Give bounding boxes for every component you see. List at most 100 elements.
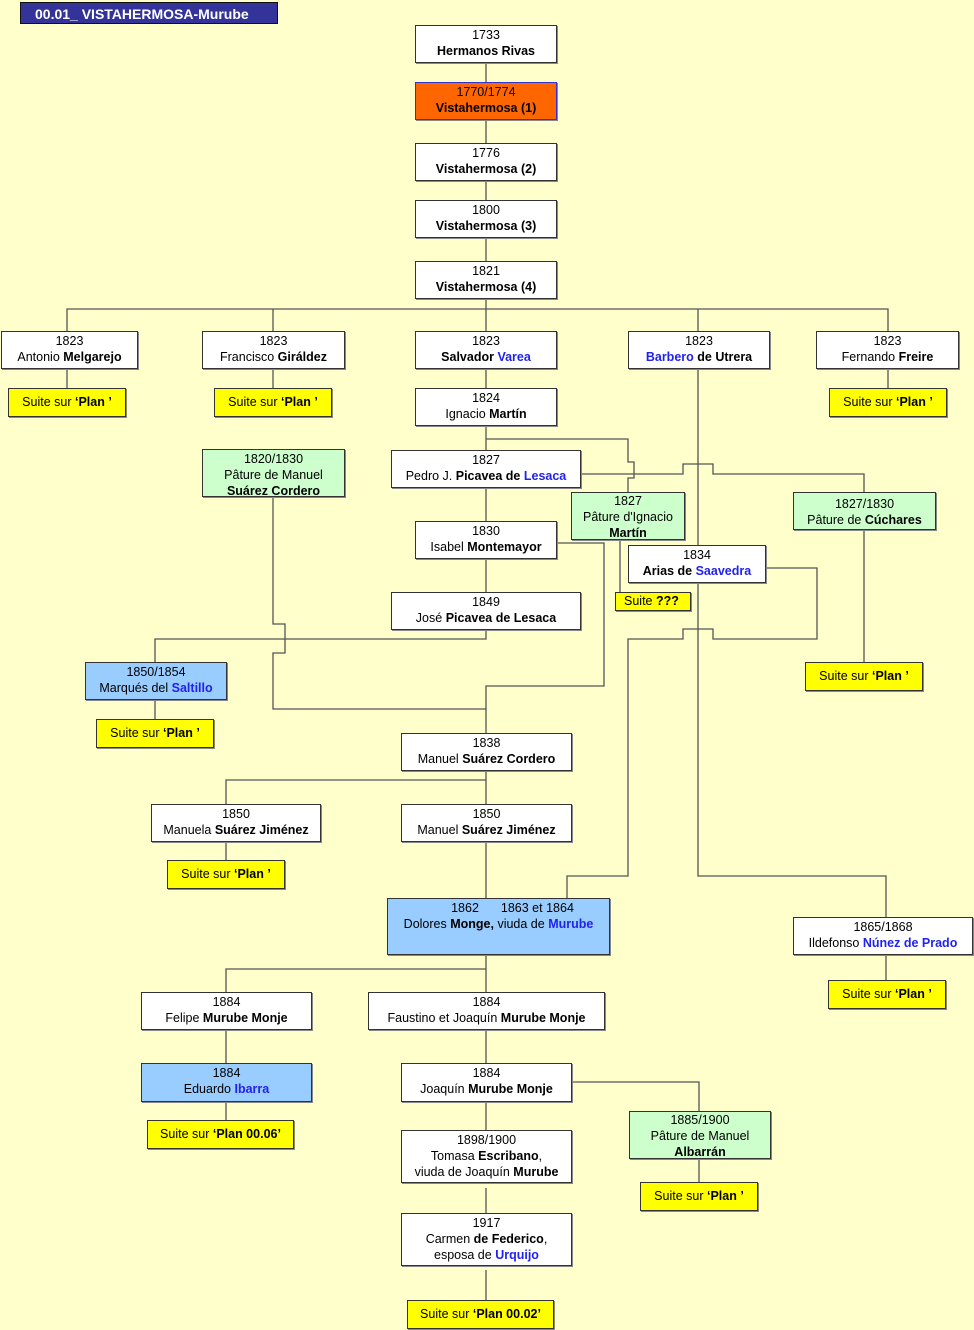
continuation-link[interactable]: Suite sur ‘Plan ’ <box>829 388 947 417</box>
node-saltillo[interactable]: 1850/1854 Marqués del Saltillo <box>85 662 227 700</box>
continuation-link[interactable]: Suite sur ‘Plan ’ <box>96 719 214 748</box>
node-name-link[interactable]: Saltillo <box>171 681 213 695</box>
node-year: 1884 <box>472 1066 501 1080</box>
node-year: 1865/1868 <box>853 920 913 934</box>
connector <box>581 463 865 492</box>
node-suarez-cordero[interactable]: 1838 Manuel Suárez Cordero <box>401 733 572 771</box>
continuation-link[interactable]: Suite sur ‘Plan ’ <box>214 388 332 417</box>
node-year: 1917 <box>472 1216 501 1230</box>
continuation-link[interactable]: Suite sur ‘Plan ’ <box>167 860 285 889</box>
node-varea[interactable]: 1823 Salvador Varea <box>415 331 557 369</box>
node-hermanos-rivas[interactable]: 1733 Hermanos Rivas <box>415 25 557 63</box>
node-year: 1884 <box>212 1066 241 1080</box>
node-felipe-murube[interactable]: 1884 Felipe Murube Monje <box>141 992 312 1030</box>
node-vistahermosa-3[interactable]: 1800 Vistahermosa (3) <box>415 200 557 238</box>
node-joaquin-murube[interactable]: 1884 Joaquín Murube Monje <box>401 1063 572 1102</box>
node-montemayor[interactable]: 1830 Isabel Montemayor <box>415 521 557 559</box>
node-pature-suarez-cordero[interactable]: 1820/1830 Pâture de Manuel Suárez Corder… <box>202 449 345 498</box>
node-carmen-de-federico[interactable]: 1917 Carmen de Federico, esposa de Urqui… <box>401 1213 572 1266</box>
node-line: esposa de <box>434 1248 496 1262</box>
node-name: Suárez Cordero <box>462 752 556 766</box>
node-first-name: Francisco <box>220 350 278 364</box>
connector <box>66 308 889 331</box>
node-name: Vistahermosa (2) <box>435 162 537 176</box>
node-pedro-picavea[interactable]: 1827 Pedro J. Picavea de Lesaca <box>391 450 581 488</box>
node-vistahermosa-2[interactable]: 1776 Vistahermosa (2) <box>415 143 557 181</box>
node-melgarejo[interactable]: 1823 Antonio Melgarejo <box>1 331 138 369</box>
connector <box>225 955 487 992</box>
node-name-link[interactable]: Varea <box>497 350 531 364</box>
node-name: Vistahermosa (4) <box>435 280 537 294</box>
node-year: 1898/1900 <box>456 1133 517 1147</box>
node-pature-albarran[interactable]: 1885/1900 Pâture de Manuel Albarrán <box>629 1111 771 1159</box>
node-name-link[interactable]: Barbero <box>645 350 694 364</box>
node-faustino-joaquin[interactable]: 1884 Faustino et Joaquín Murube Monje <box>368 992 605 1030</box>
node-arias-saavedra[interactable]: 1834 Arias de Saavedra <box>628 545 766 583</box>
node-name: Hermanos Rivas <box>437 44 535 58</box>
node-name: Martín <box>609 526 647 540</box>
node-first-name: Pedro J. <box>405 469 456 483</box>
node-eduardo-ibarra[interactable]: 1884 Eduardo Ibarra <box>141 1063 312 1102</box>
node-first-name: Fernando <box>841 350 899 364</box>
node-name: Murube Monje <box>468 1082 553 1096</box>
node-vistahermosa-1[interactable]: 1770/1774 Vistahermosa (1) <box>415 82 557 120</box>
node-name-link[interactable]: Lesaca <box>523 469 567 483</box>
node-first-name: Dolores <box>403 917 451 931</box>
continuation-link[interactable]: Suite sur ‘Plan ’ <box>640 1182 758 1211</box>
continuation-unknown[interactable]: Suite ??? <box>615 592 691 611</box>
node-first-name: Salvador <box>441 350 498 364</box>
connector <box>225 771 487 804</box>
node-name: Vistahermosa (1) <box>435 101 537 115</box>
node-name-link[interactable]: Saavedra <box>695 564 752 578</box>
connector <box>566 567 818 898</box>
node-name-link[interactable]: Ibarra <box>234 1082 270 1096</box>
node-first-name: Manuela <box>163 823 215 837</box>
node-year: 1830 <box>472 524 500 538</box>
node-name-link[interactable]: Núnez de Prado <box>862 936 958 950</box>
node-year: 1770/1774 <box>456 85 516 99</box>
node-nunez-de-prado[interactable]: 1865/1868 Ildefonso Núnez de Prado <box>793 917 973 955</box>
node-name: Vistahermosa (3) <box>435 219 537 233</box>
node-year: 1838 <box>472 736 501 750</box>
node-year: 1823 <box>873 334 902 348</box>
node-name: Murube <box>513 1165 559 1179</box>
node-ignacio-martin[interactable]: 1824 Ignacio Martín <box>415 388 557 426</box>
node-first-name: Carmen <box>425 1232 474 1246</box>
node-line: viuda de Joaquín <box>414 1165 514 1179</box>
node-name-link[interactable]: Urquijo <box>495 1248 539 1262</box>
continuation-link-plan-0002[interactable]: Suite sur ‘Plan 00.02’ <box>407 1300 554 1329</box>
node-year: 1884 <box>212 995 241 1009</box>
connector <box>272 497 486 710</box>
node-jose-picavea[interactable]: 1849 José Picavea de Lesaca <box>391 592 581 630</box>
node-freire[interactable]: 1823 Fernando Freire <box>816 331 959 369</box>
continuation-link[interactable]: Suite sur ‘Plan ’ <box>8 388 126 417</box>
node-year: 1827/1830 <box>834 497 895 511</box>
node-vistahermosa-4[interactable]: 1821 Vistahermosa (4) <box>415 261 557 299</box>
node-name: Murube Monje <box>202 1011 288 1025</box>
continuation-link-plan-0006[interactable]: Suite sur ‘Plan 00.06’ <box>147 1120 294 1149</box>
node-pature-cuchares[interactable]: 1827/1830 Pâture de Cúchares <box>793 492 936 530</box>
connector <box>485 542 605 733</box>
node-line: viuda de <box>493 917 549 931</box>
node-first-name: Joaquín <box>420 1082 469 1096</box>
node-giraldez[interactable]: 1823 Francisco Giráldez <box>202 331 345 369</box>
node-year: 1827 <box>614 494 642 508</box>
node-year: 1824 <box>472 391 500 405</box>
node-name-link[interactable]: Murube <box>548 917 594 931</box>
node-name: Melgarejo <box>63 350 122 364</box>
continuation-link[interactable]: Suite sur ‘Plan ’ <box>828 980 946 1009</box>
node-first-name: Manuel <box>417 752 463 766</box>
node-year: 1884 <box>472 995 501 1009</box>
node-line: Pâture d'Ignacio <box>583 510 673 524</box>
node-barbero[interactable]: 1823 Barbero de Utrera <box>628 331 770 369</box>
node-manuel-suarez-jimenez[interactable]: 1850 Manuel Suárez Jiménez <box>401 804 572 842</box>
node-manuela-suarez-jimenez[interactable]: 1850 Manuela Suárez Jiménez <box>151 804 321 842</box>
connector <box>154 630 487 662</box>
node-pature-ignacio-martin[interactable]: 1827 Pâture d'Ignacio Martín <box>571 492 685 540</box>
continuation-link[interactable]: Suite sur ‘Plan ’ <box>805 662 923 691</box>
node-tomasa-escribano[interactable]: 1898/1900 Tomasa Escribano, viuda de Joa… <box>401 1130 572 1183</box>
node-year: 1834 <box>683 548 711 562</box>
node-name: Murube Monje <box>500 1011 586 1025</box>
node-year: 1862 <box>451 901 479 915</box>
